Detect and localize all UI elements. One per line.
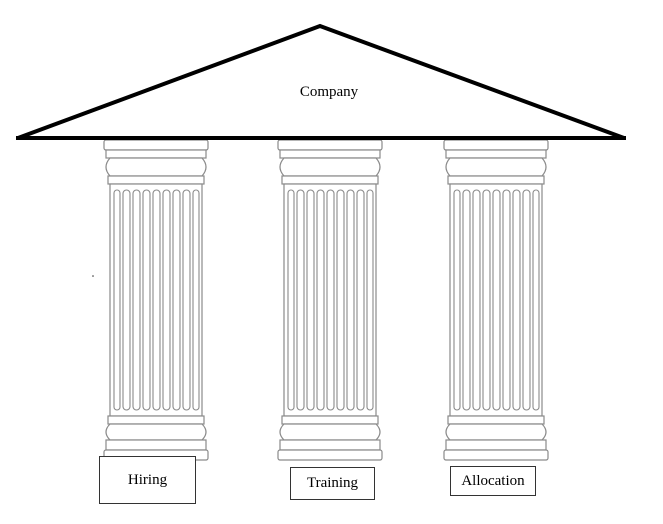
- pillar-label-training-text: Training: [306, 475, 359, 491]
- stray-dot: [92, 275, 94, 277]
- pillar-training: [277, 139, 383, 461]
- pillar-label-allocation-text: Allocation: [461, 472, 525, 489]
- pillar-label-hiring: Hiring: [99, 456, 196, 504]
- pillar-label-hiring-text: Hiring: [127, 471, 168, 488]
- pillar-hiring: [103, 139, 209, 461]
- pillar-label-allocation: Allocation: [450, 466, 536, 496]
- roof-label: Company: [300, 84, 359, 100]
- pillar-allocation: [443, 139, 549, 461]
- roof-triangle: [17, 23, 625, 140]
- pillar-label-training: Training: [290, 467, 375, 500]
